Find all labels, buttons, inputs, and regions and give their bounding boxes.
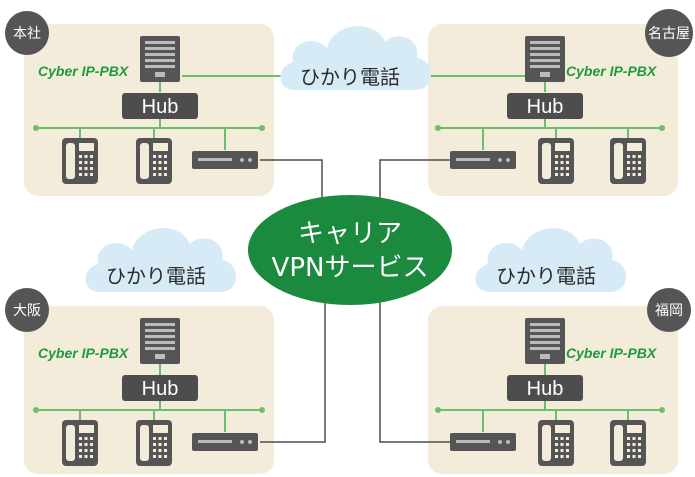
- pbx-label-osaka: Cyber IP-PBX: [38, 345, 130, 361]
- hub-label: Hub: [527, 96, 564, 118]
- ip-phone-icon: [538, 138, 574, 184]
- ip-phone-icon: [62, 138, 98, 184]
- site-badge-fukuoka: 福岡: [647, 288, 691, 332]
- router-icon: [450, 433, 516, 451]
- carrier-label-line2: VPNサービス: [272, 253, 429, 283]
- ip-phone-icon: [136, 420, 172, 466]
- cloud-hikari-right: ひかり電話: [475, 228, 626, 292]
- hub-label: Hub: [142, 378, 179, 400]
- router-icon: [192, 151, 258, 169]
- site-name: 本社: [13, 26, 41, 42]
- site-name: 大阪: [13, 303, 41, 319]
- hub-osaka: Hub: [122, 375, 198, 401]
- carrier-label-line1: キャリア: [298, 219, 402, 249]
- ip-phone-icon: [136, 138, 172, 184]
- router-icon: [192, 433, 258, 451]
- ip-phone-icon: [62, 420, 98, 466]
- pbx-server-icon: [140, 318, 180, 364]
- cloud-hikari-left: ひかり電話: [85, 228, 236, 292]
- site-badge-nagoya: 名古屋: [645, 9, 693, 57]
- pbx-label-nagoya: Cyber IP-PBX: [566, 63, 658, 79]
- site-name: 名古屋: [648, 26, 690, 42]
- ip-phone-icon: [610, 138, 646, 184]
- router-icon: [450, 151, 516, 169]
- pbx-label-honsha: Cyber IP-PBX: [38, 63, 130, 79]
- pbx-server-icon: [525, 36, 565, 82]
- site-badge-osaka: 大阪: [5, 288, 49, 332]
- site-badge-honsha: 本社: [5, 11, 49, 55]
- ip-phone-icon: [610, 420, 646, 466]
- site-name: 福岡: [655, 303, 683, 319]
- hub-honsha: Hub: [122, 93, 198, 119]
- cloud-label: ひかり電話: [300, 65, 400, 89]
- pbx-server-icon: [525, 318, 565, 364]
- cloud-label: ひかり電話: [106, 264, 206, 288]
- cloud-label: ひかり電話: [496, 264, 596, 288]
- hub-fukuoka: Hub: [507, 375, 583, 401]
- pbx-label-fukuoka: Cyber IP-PBX: [566, 345, 658, 361]
- pbx-server-icon: [140, 36, 180, 82]
- hub-label: Hub: [142, 96, 179, 118]
- carrier-vpn: キャリア VPNサービス: [248, 195, 452, 305]
- hub-nagoya: Hub: [507, 93, 583, 119]
- hub-label: Hub: [527, 378, 564, 400]
- ip-phone-icon: [538, 420, 574, 466]
- cloud-hikari-top: ひかり電話: [280, 26, 431, 91]
